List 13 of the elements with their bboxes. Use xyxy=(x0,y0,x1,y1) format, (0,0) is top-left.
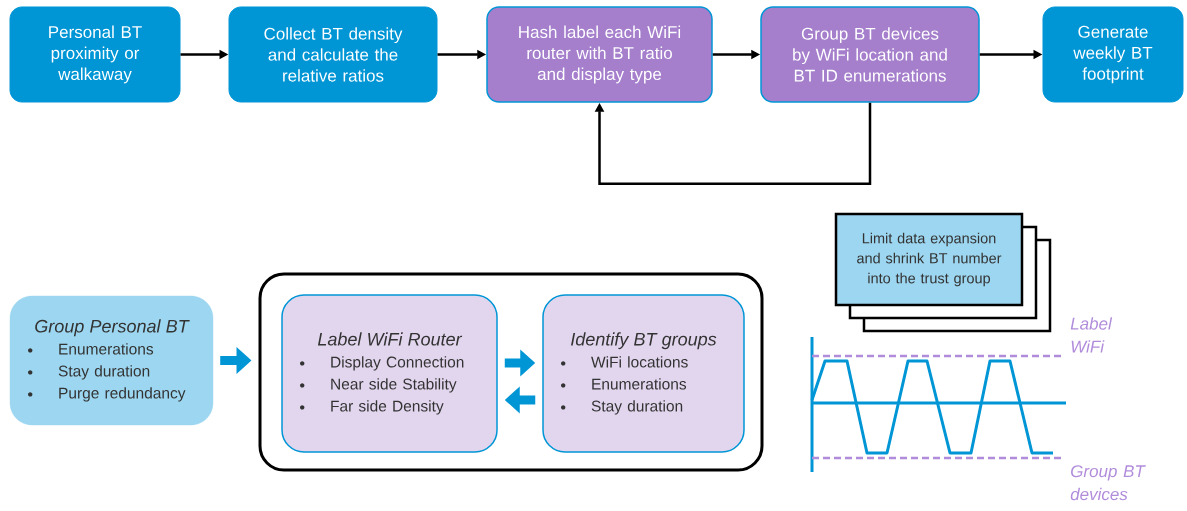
arrow xyxy=(594,102,872,185)
axis-label: Label WiFi xyxy=(1070,317,1113,353)
group-frame xyxy=(258,272,764,472)
process-box: Personal BT proximity or walkaway xyxy=(9,6,181,103)
process-box: Collect BT density and calculate the relative ratios xyxy=(228,6,438,103)
process-box: Label WiFi Router Display Connection Near side Stability Far side Density xyxy=(281,294,498,453)
process-box: Group BT devices by WiFi location and BT ID enumerations xyxy=(760,6,980,103)
process-box: Identify BT groups WiFi locations Enumerations Stay duration xyxy=(542,294,745,453)
note-box: Limit data expansion and shrink BT number into the trust group xyxy=(834,212,1052,333)
axis-label: Group BT devices xyxy=(1070,465,1146,501)
process-box: Group Personal BT Enumerations Stay duration Purge redundancy xyxy=(9,295,214,426)
process-box: Hash label each WiFi router with BT ratio and display type xyxy=(486,6,713,103)
process-box: Generate weekly BT footprint xyxy=(1042,6,1184,103)
